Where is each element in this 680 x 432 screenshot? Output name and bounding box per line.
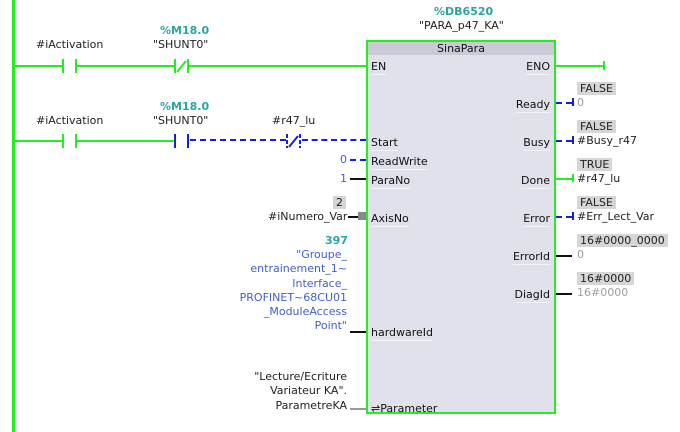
- hardwareid-operand[interactable]: "Groupe_ entrainement_1~ Interface_ PROF…: [239, 248, 347, 333]
- parano-value[interactable]: 1: [340, 172, 347, 185]
- axisno-monitor-value: 2: [333, 196, 346, 209]
- no-contact-shunt0[interactable]: [174, 134, 190, 148]
- contact1-operand: #iActivation: [36, 114, 104, 127]
- pin-en[interactable]: EN: [371, 60, 387, 75]
- nc-contact-icon: [286, 134, 301, 148]
- pin-errorid[interactable]: ErrorId: [512, 250, 550, 265]
- pin-busy[interactable]: Busy: [523, 136, 550, 151]
- no-contact-iactivation-2[interactable]: [62, 134, 78, 148]
- contact3-operand: #r47_lu: [272, 114, 316, 127]
- errorid-operand[interactable]: 0: [577, 248, 584, 261]
- pin-error[interactable]: Error: [523, 212, 550, 227]
- power-rail: [12, 0, 15, 432]
- parameter-operand[interactable]: "Lecture/Ecriture Variateur KA". Paramet…: [254, 370, 347, 412]
- contact2-operand: "SHUNT0": [153, 114, 209, 127]
- pin-ready[interactable]: Ready: [515, 98, 550, 113]
- axisno-operand[interactable]: #iNumero_Var: [268, 210, 348, 223]
- contact2-operand: "SHUNT0": [153, 38, 209, 51]
- pin-parano[interactable]: ParaNo: [371, 174, 411, 189]
- nc-contact-icon: [174, 59, 189, 73]
- pin-diagid[interactable]: DiagId: [514, 288, 550, 303]
- busy-operand[interactable]: #Busy_r47: [577, 134, 637, 147]
- diagid-operand[interactable]: 16#0000: [577, 286, 629, 299]
- pin-axisno[interactable]: AxisNo: [371, 212, 409, 227]
- ready-operand[interactable]: 0: [577, 96, 584, 109]
- nc-contact-r47-lu[interactable]: [286, 134, 302, 148]
- nc-contact-shunt0[interactable]: [174, 59, 190, 73]
- error-monitor-value: FALSE: [577, 196, 616, 209]
- ready-monitor-value: FALSE: [577, 82, 616, 95]
- no-contact-iactivation[interactable]: [62, 59, 78, 73]
- sinapara-block[interactable]: SinaPara EN ENO Ready Start Busy ReadWri…: [366, 40, 556, 415]
- readwrite-value[interactable]: 0: [340, 153, 347, 166]
- pin-readwrite[interactable]: ReadWrite: [371, 155, 428, 170]
- instance-db-address: %DB6520: [434, 5, 494, 18]
- pin-start[interactable]: Start: [371, 136, 398, 151]
- pin-hardwareid[interactable]: hardwareId: [371, 326, 434, 341]
- block-type-title: SinaPara: [368, 42, 554, 55]
- error-operand[interactable]: #Err_Lect_Var: [577, 210, 655, 223]
- done-monitor-value: TRUE: [577, 158, 613, 171]
- instance-db-name[interactable]: "PARA_p47_KA": [419, 19, 504, 32]
- busy-monitor-value: FALSE: [577, 120, 616, 133]
- pin-done[interactable]: Done: [521, 174, 550, 189]
- diagid-monitor-value: 16#0000: [577, 272, 635, 285]
- contact2-address: %M18.0: [160, 24, 210, 37]
- contact2-address: %M18.0: [160, 100, 210, 113]
- pin-eno[interactable]: ENO: [526, 60, 550, 75]
- done-operand[interactable]: #r47_lu: [577, 172, 621, 185]
- hardwareid-value: 397: [325, 234, 348, 247]
- contact1-operand: #iActivation: [36, 38, 104, 51]
- errorid-monitor-value: 16#0000_0000: [577, 234, 668, 247]
- pin-parameter[interactable]: ⇌Parameter: [371, 402, 438, 415]
- axisno-connector-icon: [358, 212, 366, 220]
